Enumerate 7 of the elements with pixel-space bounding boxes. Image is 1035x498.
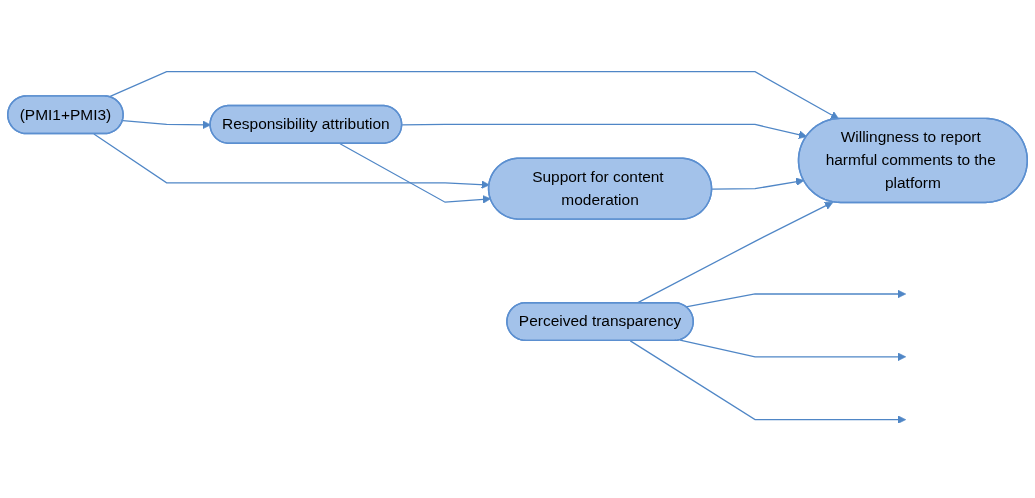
- arrow: [629, 339, 907, 424]
- arrow: [636, 201, 834, 304]
- arrow: [711, 177, 805, 190]
- arrow: [679, 339, 907, 361]
- arrow: [108, 70, 840, 119]
- arrow: [122, 119, 211, 129]
- arrow: [339, 142, 491, 204]
